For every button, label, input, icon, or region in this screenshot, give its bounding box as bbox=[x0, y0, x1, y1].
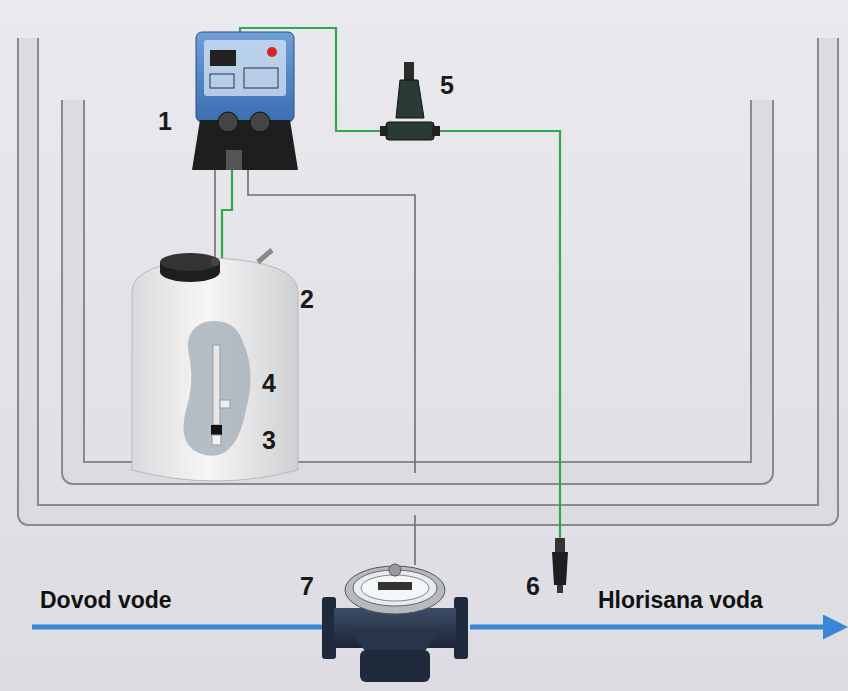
callout-number: 3 bbox=[262, 427, 276, 455]
dosing-hose bbox=[434, 131, 560, 540]
callout-number: 5 bbox=[440, 72, 454, 100]
water-meter bbox=[322, 564, 468, 682]
dosing-pump bbox=[210, 50, 236, 66]
chemical-tank bbox=[258, 250, 272, 262]
injector bbox=[557, 585, 563, 593]
callout-number: 7 bbox=[300, 573, 314, 601]
level-probe bbox=[220, 400, 230, 408]
dosing-pump bbox=[210, 74, 234, 88]
injection-valve bbox=[380, 62, 440, 140]
suction-tube bbox=[213, 345, 220, 425]
pipe-frame bbox=[28, 38, 828, 515]
dosing-pump bbox=[250, 112, 270, 132]
dosing-pump bbox=[226, 150, 242, 170]
water-meter bbox=[360, 650, 430, 682]
dosing-pump bbox=[267, 47, 277, 57]
dosing-pump bbox=[192, 120, 298, 170]
dosing-hose bbox=[222, 170, 232, 258]
dosing-pump bbox=[192, 32, 298, 170]
callout-number: 1 bbox=[158, 108, 172, 136]
foot-valve bbox=[211, 425, 222, 435]
dosing-pump bbox=[218, 112, 238, 132]
water-meter bbox=[389, 564, 401, 576]
signal-wire bbox=[214, 168, 216, 258]
flow-label: Dovod vode bbox=[40, 588, 172, 613]
chemical-tank bbox=[160, 253, 220, 271]
water-meter bbox=[361, 575, 429, 601]
pipe-frame bbox=[28, 38, 828, 515]
callout-number: 4 bbox=[262, 370, 276, 398]
callout-number: 2 bbox=[300, 286, 314, 314]
dosing-pump bbox=[196, 32, 294, 122]
injection-valve bbox=[380, 126, 388, 136]
injector bbox=[552, 552, 568, 585]
injection-valve bbox=[404, 62, 414, 80]
chemical-tank bbox=[212, 435, 221, 445]
chemical-tank bbox=[132, 250, 298, 481]
injection-valve bbox=[396, 80, 424, 118]
chemical-tank bbox=[211, 258, 219, 266]
injector bbox=[555, 538, 565, 552]
water-meter bbox=[378, 582, 412, 590]
pipe-frame bbox=[28, 38, 828, 515]
flow-arrow bbox=[470, 625, 828, 630]
tank-cutaway bbox=[183, 321, 250, 456]
injection-valve bbox=[386, 122, 434, 140]
water-meter bbox=[322, 597, 336, 659]
water-meter bbox=[454, 597, 468, 659]
dosing-pump bbox=[204, 40, 286, 96]
flow-label: Hlorisana voda bbox=[598, 588, 763, 613]
injection-valve bbox=[432, 126, 440, 136]
dosing-pump bbox=[244, 68, 278, 88]
injector bbox=[552, 538, 568, 593]
callout-number: 6 bbox=[526, 573, 540, 601]
signal-wire bbox=[414, 515, 416, 565]
flow-arrow bbox=[32, 625, 335, 630]
chemical-tank bbox=[132, 258, 298, 481]
